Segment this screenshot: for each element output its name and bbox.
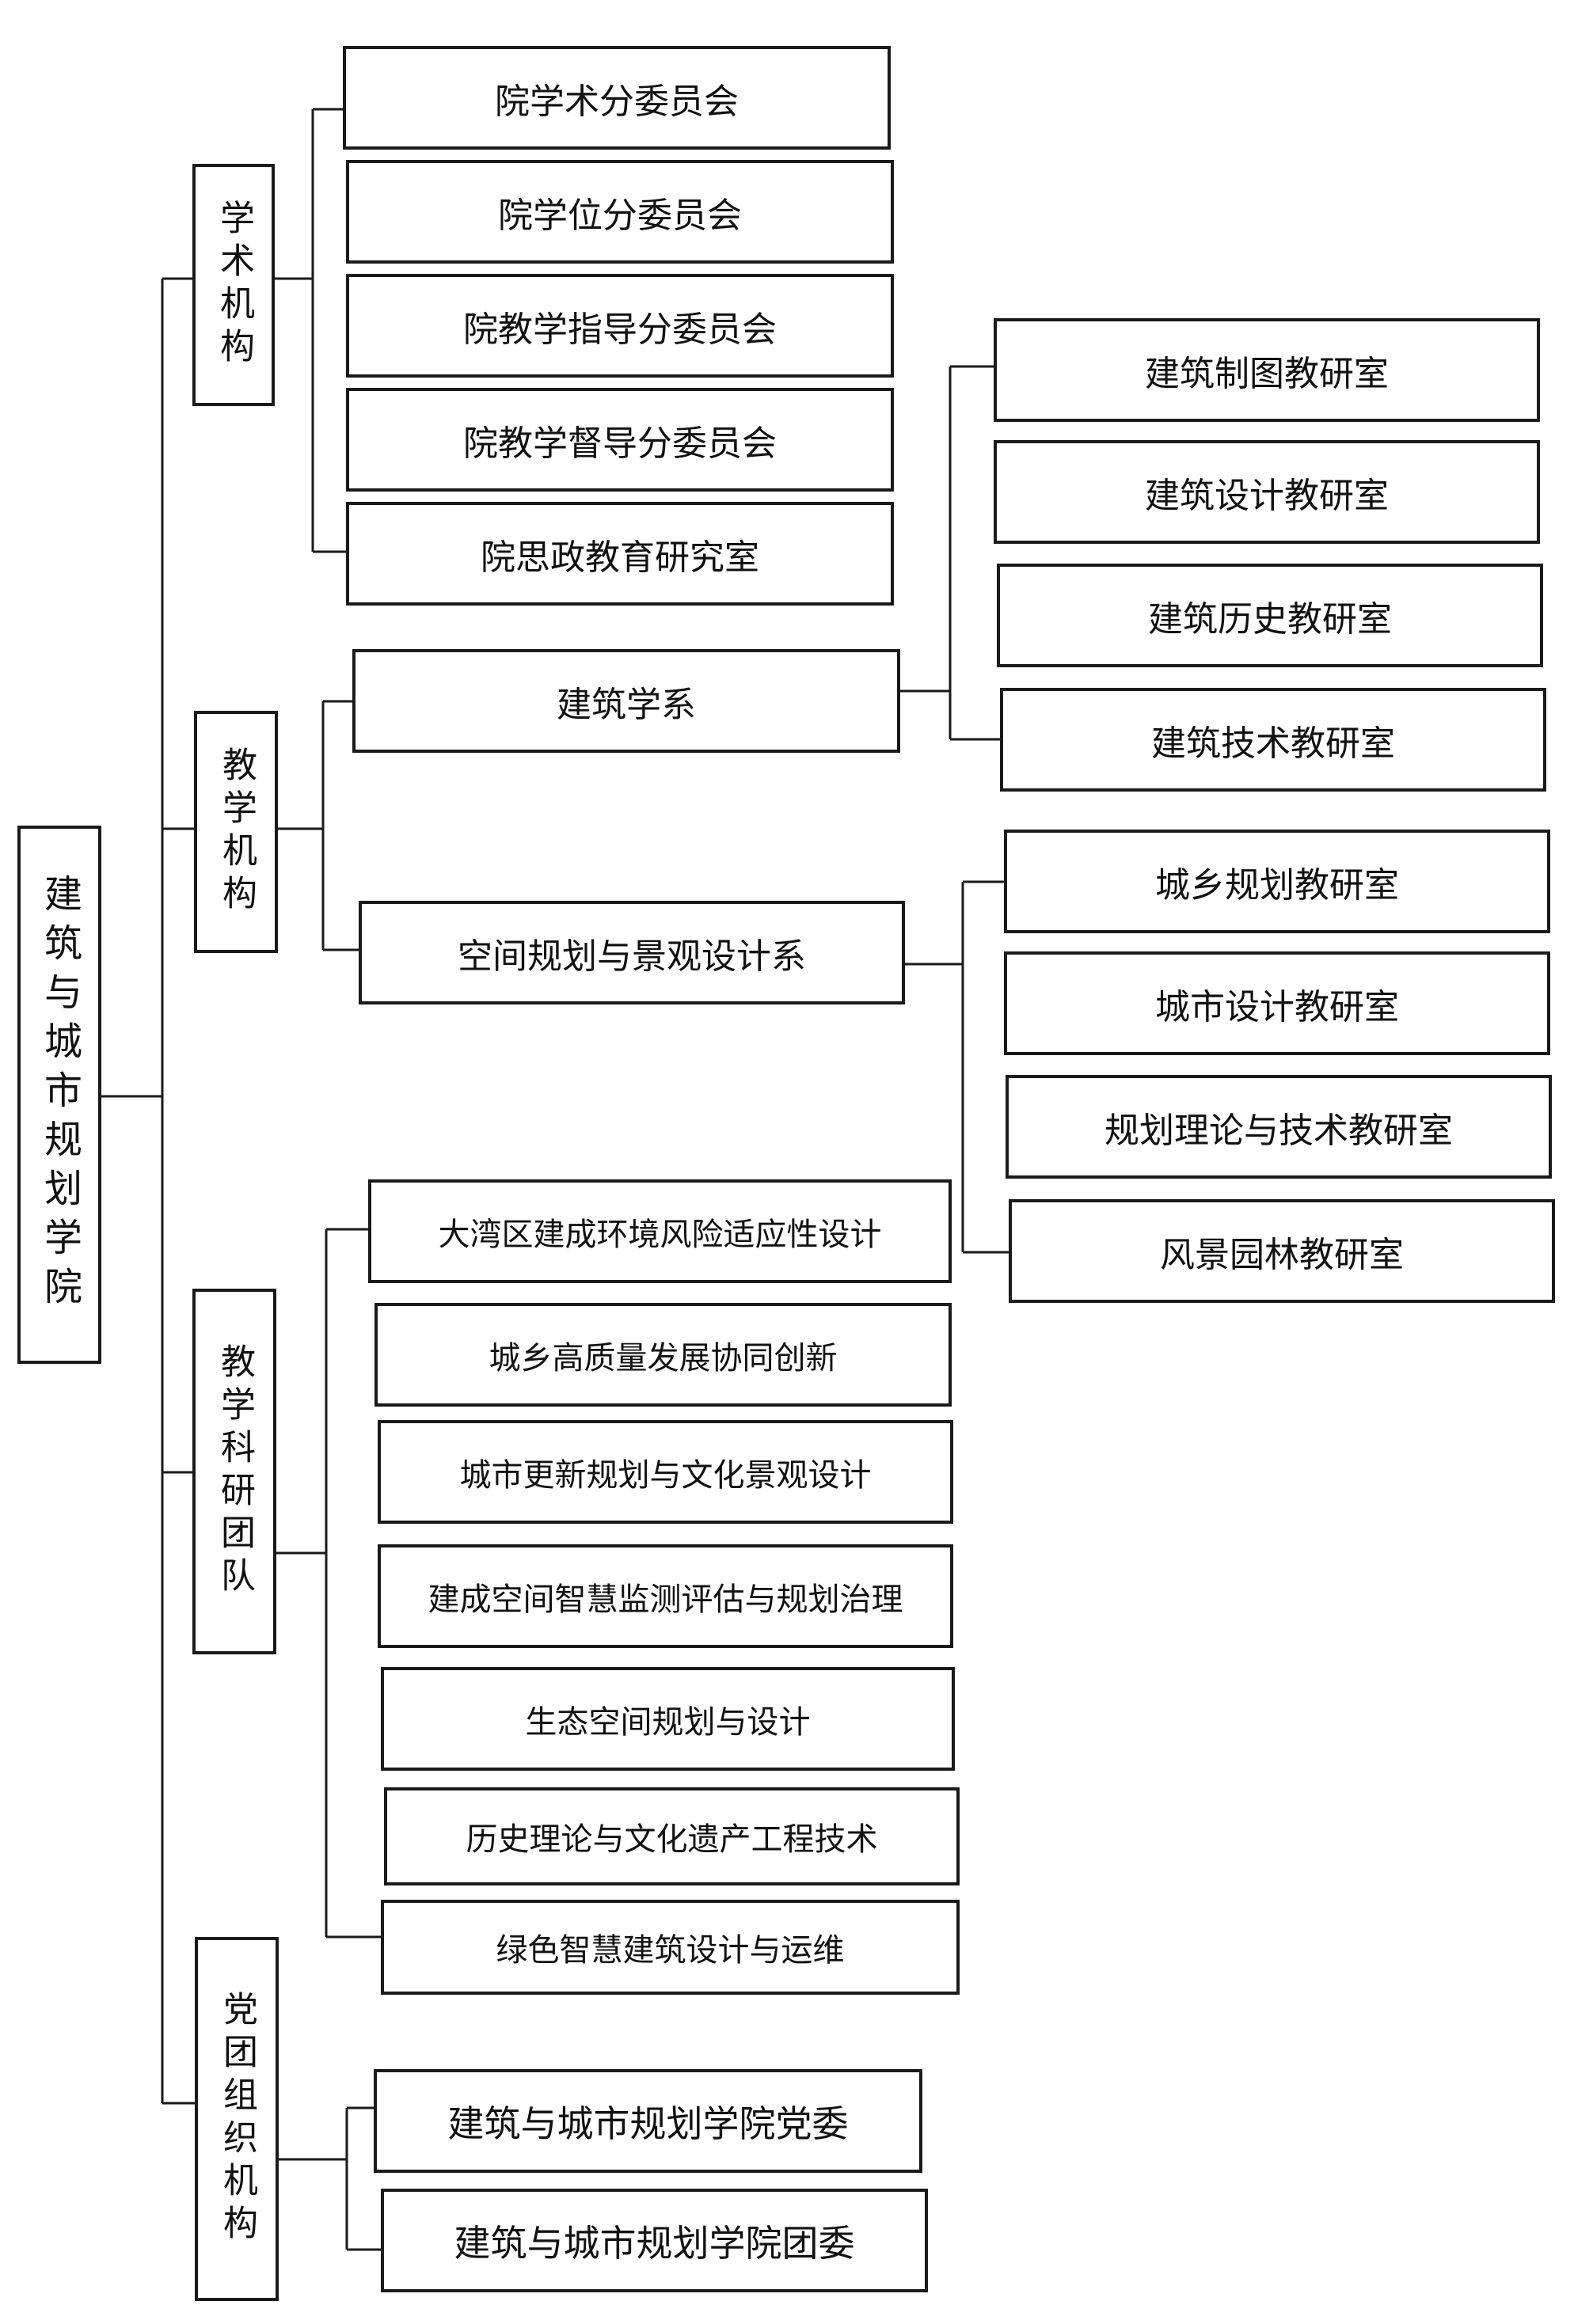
category-research: 教学科研团队 [192, 1289, 276, 1654]
root-node: 建筑与城市规划学院 [17, 826, 101, 1364]
category-party: 党团组织机构 [195, 1937, 279, 2301]
teaching-office: 建筑历史教研室 [997, 564, 1543, 667]
teaching-office: 风景园林教研室 [1009, 1199, 1555, 1303]
category-label: 教学机构 [216, 746, 257, 917]
research-team: 历史理论与文化遗产工程技术 [384, 1787, 960, 1885]
category-teaching: 教学机构 [194, 711, 278, 953]
research-team: 大湾区建成环境风险适应性设计 [368, 1179, 952, 1283]
root-title: 建筑与城市规划学院 [37, 874, 82, 1316]
category-label: 学术机构 [214, 199, 254, 370]
research-team: 建成空间智慧监测评估与规划治理 [378, 1544, 953, 1648]
academic-item: 院教学督导分委员会 [346, 388, 894, 492]
teaching-office: 规划理论与技术教研室 [1006, 1075, 1552, 1179]
department-architecture: 建筑学系 [352, 649, 900, 753]
research-team: 绿色智慧建筑设计与运维 [381, 1900, 960, 1995]
department-spatial-planning: 空间规划与景观设计系 [359, 901, 905, 1004]
research-team: 城乡高质量发展协同创新 [374, 1303, 952, 1407]
teaching-office: 城乡规划教研室 [1004, 830, 1550, 933]
academic-item: 院思政教育研究室 [346, 502, 894, 606]
academic-item: 院学术分委员会 [343, 46, 891, 150]
category-label: 教学科研团队 [215, 1343, 255, 1600]
teaching-office: 建筑制图教研室 [994, 318, 1540, 422]
academic-item: 院学位分委员会 [346, 160, 894, 264]
category-academic: 学术机构 [192, 164, 275, 406]
teaching-office: 建筑技术教研室 [1000, 688, 1546, 792]
category-label: 党团组织机构 [217, 1991, 257, 2247]
academic-item: 院教学指导分委员会 [346, 274, 894, 378]
research-team: 生态空间规划与设计 [381, 1667, 955, 1771]
research-team: 城市更新规划与文化景观设计 [378, 1420, 953, 1524]
teaching-office: 城市设计教研室 [1004, 951, 1550, 1055]
party-organization: 建筑与城市规划学院党委 [374, 2069, 922, 2173]
teaching-office: 建筑设计教研室 [994, 440, 1540, 544]
party-organization: 建筑与城市规划学院团委 [381, 2189, 928, 2292]
